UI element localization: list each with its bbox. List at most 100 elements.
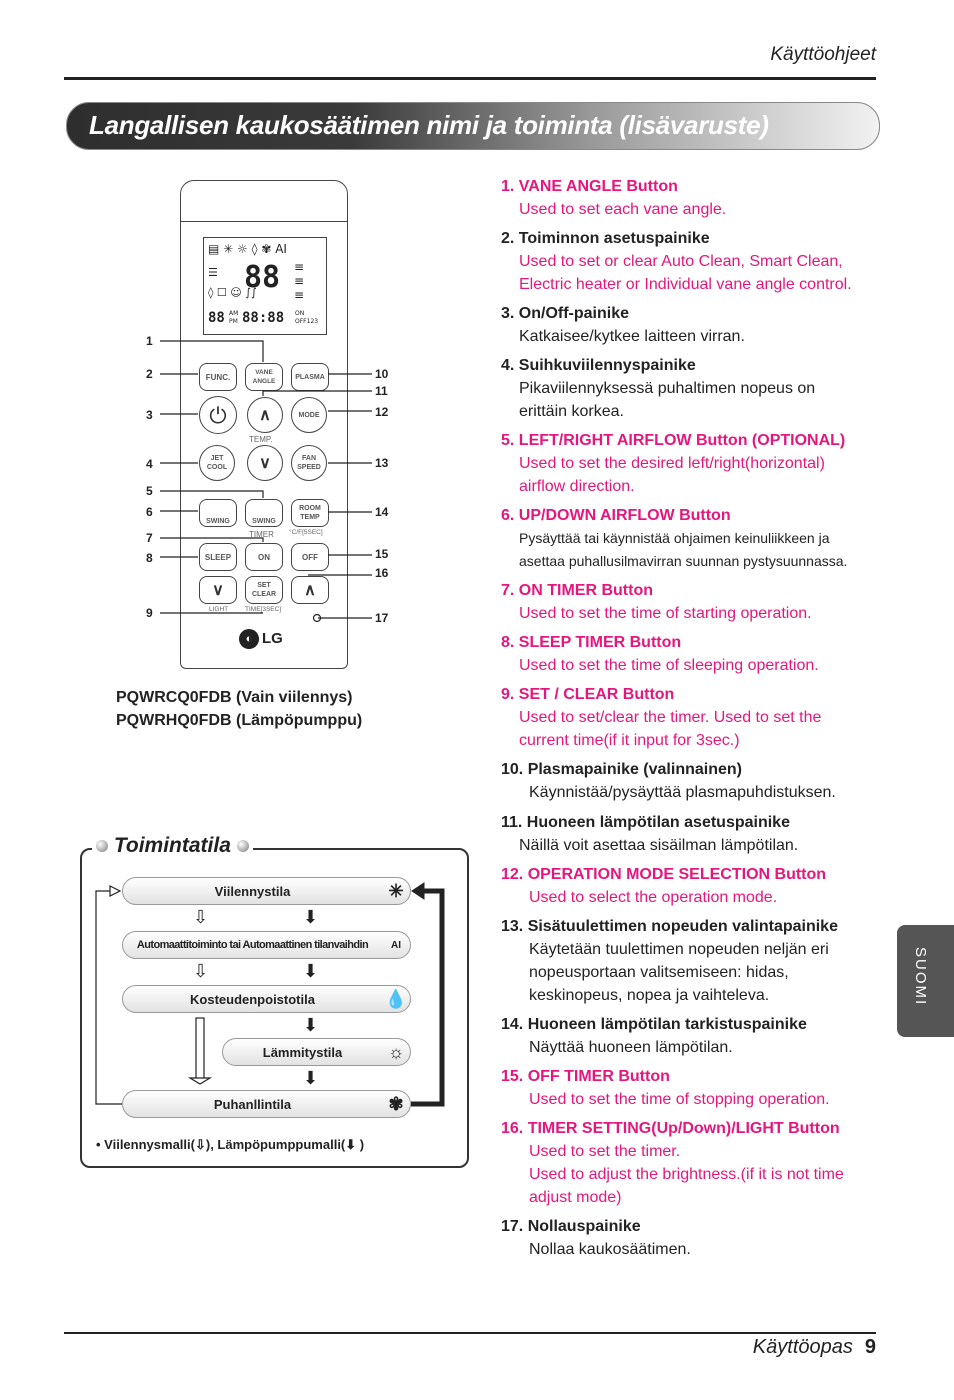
solid-down-arrow-icon: ⬇ [345,1137,357,1152]
celsius-label: °C/F[5SEC] [289,529,323,536]
callout-4: 4 [146,457,153,471]
lg-logo: ◐LG [239,629,283,649]
callout-11: 11 [375,384,388,398]
callout-10: 10 [375,367,389,381]
ai-icon: AI [391,939,401,951]
header-rule [64,77,876,80]
bullet-icon [96,840,108,853]
callout-3: 3 [146,408,153,422]
lcd-on: ON [295,310,305,317]
callout-2: 2 [146,367,153,381]
callout-6: 6 [146,505,153,519]
timer-up-button[interactable]: ∧ [291,576,329,604]
callout-15: 15 [375,547,389,561]
light-label: LIGHT [209,606,229,613]
footer-label: Käyttöopas [752,1336,853,1358]
time-label: TIME[3SEC] [245,606,282,613]
swing-lr-button[interactable]: SWING [199,499,237,527]
droplet-icon: 💧 [384,988,408,1009]
mode-footnote: • Viilennysmalli(⇩), Lämpöpumppumalli(⬇ … [96,1137,365,1152]
fan-speed-button[interactable]: FAN SPEED [291,445,327,481]
solid-down-arrow-icon: ⬇ [303,961,319,981]
desc-item-6: 6. UP/DOWN AIRFLOW Button Pysäyttää tai … [501,507,848,569]
mode-dry: Kosteudenpoistotila 💧 [122,985,411,1013]
mode-auto: Automaattitoiminto tai Automaattinen til… [122,931,411,959]
lcd-temp-digits: 88 [244,260,281,295]
mode-cooling: Viilennystila ✳ [122,877,411,905]
temp-label: TEMP. [249,435,273,444]
power-button[interactable]: ⏻ [199,396,237,434]
lcd-level-bars: ≡≡≡ [294,260,305,302]
lcd-off: OFF123 [295,318,319,325]
hollow-down-arrow-icon: ⇩ [193,961,209,981]
desc-item-13: 13. Sisätuulettimen nopeuden valintapain… [501,918,838,1004]
mode-heating: Lämmitystila ☼ [222,1038,411,1066]
language-tab: SUOMI [897,925,954,1037]
swing-ud-button[interactable]: SWING [245,499,283,527]
fan-icon: ✾ [388,1093,404,1114]
sleep-button[interactable]: SLEEP [199,543,237,571]
callout-9: 9 [146,606,153,620]
callout-7: 7 [146,531,153,545]
jet-cool-button[interactable]: JET COOL [199,445,235,481]
mode-fan: Puhanllintila ✾ [122,1090,411,1118]
bullet-icon [236,840,249,853]
lg-logo-icon: ◐ [239,629,259,649]
mode-button[interactable]: MODE [291,397,327,433]
callout-17: 17 [375,611,389,625]
lcd-small-digits: 88 [208,310,225,326]
timer-down-button[interactable]: ∨ [199,576,237,604]
timer-label: TIMER [249,530,274,539]
callout-12: 12 [375,405,389,419]
header-section-label: Käyttöohjeet [770,44,876,65]
lcd-fan-bars: ☰ [208,266,218,279]
temp-down-button[interactable]: ∨ [247,445,283,481]
func-button[interactable]: FUNC. [199,363,237,391]
callout-8: 8 [146,551,153,565]
desc-item-10: 10. Plasmapainike (valinnainen)Käynnistä… [501,761,836,801]
sun-icon: ☼ [387,1041,405,1062]
model-name-cooling: PQWRCQ0FDB (Vain viilennys) [116,689,353,706]
title-banner: Langallisen kaukosäätimen nimi ja toimin… [66,102,880,150]
set-clear-button[interactable]: SET CLEAR [245,576,283,604]
callout-5: 5 [146,484,153,498]
desc-item-2: 2. Toiminnon asetuspainike Used to set o… [501,230,852,293]
solid-down-arrow-icon: ⬇ [303,1068,319,1088]
callout-14: 14 [375,505,389,519]
on-timer-button[interactable]: ON [245,543,283,571]
lcd-icons-row: ▤ ✳ ☼ ◊ ✾ AI [208,242,287,256]
footer-rule [64,1332,876,1334]
desc-item-5: 5. LEFT/RIGHT AIRFLOW Button (OPTIONAL)U… [501,432,846,495]
room-temp-button[interactable]: ROOM TEMP [291,499,329,527]
lcd-am: AM [229,310,239,317]
temp-up-button[interactable]: ∧ [247,397,283,433]
callout-16: 16 [375,566,389,580]
callout-13: 13 [375,456,389,470]
snowflake-icon: ✳ [388,880,404,901]
remote-control: ▤ ✳ ☼ ◊ ✾ AI 88 ☰ ◊ ☐ ☺ ∫∫ ≡≡≡ 88:88 AM … [180,180,348,669]
hollow-down-arrow-icon: ⇩ [194,1137,206,1152]
solid-down-arrow-icon: ⬇ [303,1015,319,1035]
model-name-heatpump: PQWRHQ0FDB (Lämpöpumppu) [116,712,363,729]
off-timer-button[interactable]: OFF [291,543,329,571]
lcd-pm: PM [229,318,238,325]
page-title: Langallisen kaukosäätimen nimi ja toimin… [89,110,769,140]
hollow-down-arrow-icon: ⇩ [193,907,209,927]
footer: Käyttöopas 9 [753,1336,876,1359]
callout-1: 1 [146,334,153,348]
page-number: 9 [864,1336,876,1358]
vane-angle-button[interactable]: VANE ANGLE [245,363,283,391]
lcd-clock: 88:88 [242,310,285,326]
